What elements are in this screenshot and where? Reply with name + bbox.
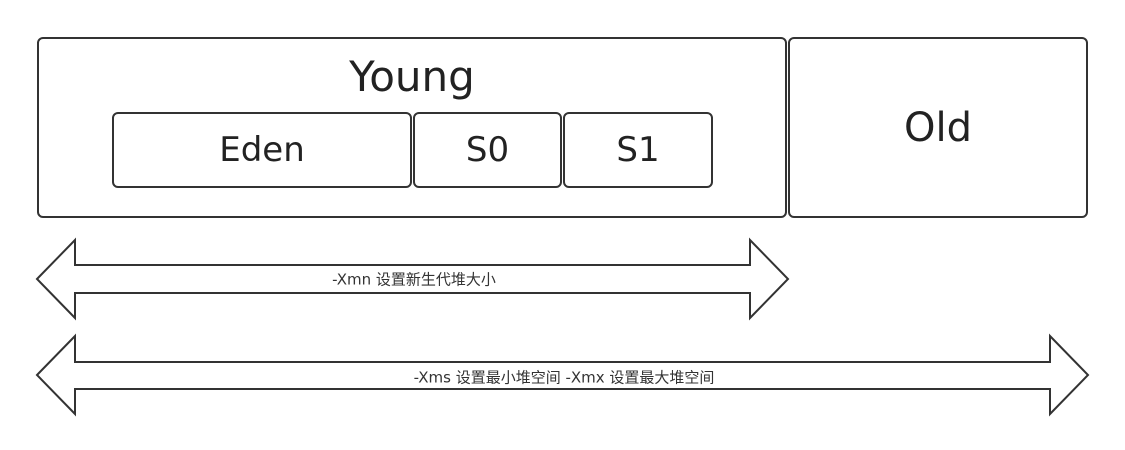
old-generation-box — [788, 37, 1088, 218]
heap-arrow-shape — [35, 333, 1090, 417]
survivor-s0-box — [413, 112, 562, 188]
s1-label: S1 — [616, 130, 660, 170]
survivor-s1-box — [563, 112, 713, 188]
old-label: Old — [904, 104, 972, 151]
eden-space-box — [112, 112, 412, 188]
young-label: Young — [349, 51, 475, 101]
heap-arrow-label: -Xms 设置最小堆空间 -Xmx 设置最大堆空间 — [413, 368, 715, 387]
xmn-arrow-label: -Xmn 设置新生代堆大小 — [332, 270, 496, 289]
eden-label: Eden — [219, 130, 305, 170]
xmn-arrow-shape — [35, 237, 790, 321]
s0-label: S0 — [465, 130, 510, 170]
